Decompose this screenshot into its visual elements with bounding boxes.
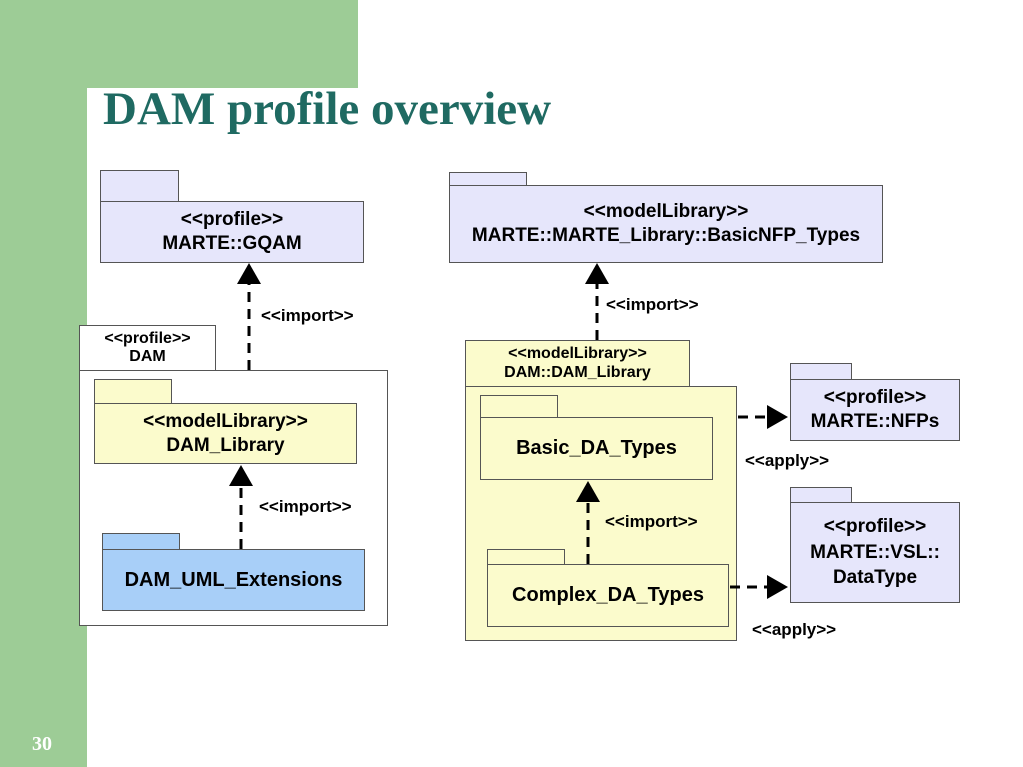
background-band-left xyxy=(0,0,87,767)
page-number: 30 xyxy=(32,733,52,755)
vsl-name-line2: DataType xyxy=(832,567,918,589)
basic-da-types-package: Basic_DA_Types xyxy=(480,417,713,480)
dam-library-name: DAM_Library xyxy=(166,434,285,456)
basic-nfp-stereotype: <<modelLibrary>> xyxy=(583,201,749,223)
apply-label-2: <<apply>> xyxy=(752,620,837,639)
gqam-package: <<profile>> MARTE::GQAM xyxy=(100,201,364,263)
dam-profile-package-tab: <<profile>> DAM xyxy=(79,325,216,371)
dam-library-stereotype: <<modelLibrary>> xyxy=(143,410,308,432)
import-label-3: <<import>> xyxy=(606,295,699,314)
dam-uml-extensions-package: DAM_UML_Extensions xyxy=(102,549,365,611)
dam-library-package: <<modelLibrary>> DAM_Library xyxy=(94,403,357,464)
dam-dam-library-name: DAM::DAM_Library xyxy=(504,363,651,381)
dam-profile-name: DAM xyxy=(129,348,166,365)
import-label-2: <<import>> xyxy=(259,497,352,516)
slide-title: DAM profile overview xyxy=(103,83,552,135)
complex-da-types-name: Complex_DA_Types xyxy=(512,584,704,606)
dam-profile-stereotype: <<profile>> xyxy=(104,329,191,347)
import-label-4: <<import>> xyxy=(605,512,698,531)
basic-nfp-name: MARTE::MARTE_Library::BasicNFP_Types xyxy=(471,225,861,246)
nfps-stereotype: <<profile>> xyxy=(823,387,927,409)
vsl-package: <<profile>> MARTE::VSL:: DataType xyxy=(790,502,960,603)
import-label-1: <<import>> xyxy=(261,306,354,325)
nfps-name: MARTE::NFPs xyxy=(810,411,940,432)
apply-label-1: <<apply>> xyxy=(745,451,830,470)
dam-uml-extensions-name: DAM_UML_Extensions xyxy=(124,568,343,591)
basic-da-types-name: Basic_DA_Types xyxy=(516,437,677,459)
gqam-name: MARTE::GQAM xyxy=(162,233,302,254)
gqam-stereotype: <<profile>> xyxy=(180,209,284,231)
basic-nfp-package: <<modelLibrary>> MARTE::MARTE_Library::B… xyxy=(449,185,883,263)
dam-dam-library-package-tab: <<modelLibrary>> DAM::DAM_Library xyxy=(465,340,690,387)
dam-dam-library-stereotype: <<modelLibrary>> xyxy=(508,345,647,363)
nfps-package: <<profile>> MARTE::NFPs xyxy=(790,379,960,441)
vsl-stereotype: <<profile>> xyxy=(823,516,927,538)
vsl-name-line1: MARTE::VSL:: xyxy=(810,541,940,563)
complex-da-types-package: Complex_DA_Types xyxy=(487,564,729,627)
